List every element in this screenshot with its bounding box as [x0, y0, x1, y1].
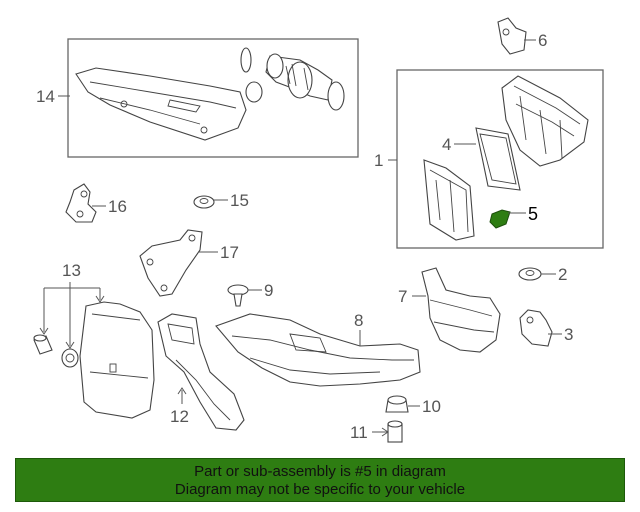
part-12-duct[interactable]: [157, 313, 245, 431]
part-7-resonator[interactable]: [421, 267, 501, 353]
part-1-air-cleaner-housing[interactable]: [501, 75, 589, 167]
label-5: 5: [528, 204, 538, 224]
label-15: 15: [230, 191, 249, 210]
label-16: 16: [108, 197, 127, 216]
label-4: 4: [442, 135, 451, 154]
label-14: 14: [36, 87, 55, 106]
label-12: 12: [170, 407, 189, 426]
part-11-cylinder[interactable]: [387, 420, 403, 443]
banner-line-1: Part or sub-assembly is #5 in diagram: [194, 463, 446, 480]
label-1: 1: [374, 151, 383, 170]
label-13: 13: [62, 261, 81, 280]
part-3-bracket[interactable]: [519, 309, 553, 347]
label-17: 17: [220, 243, 239, 262]
label-11: 11: [350, 423, 368, 442]
part-16-bracket[interactable]: [65, 183, 97, 223]
info-banner: Part or sub-assembly is #5 in diagram Di…: [15, 458, 625, 502]
label-8: 8: [354, 311, 363, 330]
part-14-group-box: [67, 38, 359, 158]
label-3: 3: [564, 325, 573, 344]
part-1-group-box: [396, 69, 604, 249]
label-7: 7: [398, 287, 407, 306]
part-2-grommet[interactable]: [518, 267, 542, 281]
part-1-lower-case[interactable]: [423, 159, 475, 241]
part-13-cylinder[interactable]: [33, 334, 53, 355]
part-9-push-clip[interactable]: [227, 284, 249, 307]
label-2: 2: [558, 265, 567, 284]
part-14-intake-duct[interactable]: [75, 67, 247, 141]
part-17-bracket[interactable]: [139, 229, 203, 297]
part-10-grommet[interactable]: [385, 395, 409, 413]
part-6-bracket[interactable]: [497, 17, 527, 55]
label-9: 9: [264, 281, 273, 300]
part-15-grommet[interactable]: [193, 195, 215, 209]
label-6: 6: [538, 31, 547, 50]
part-4-air-filter[interactable]: [475, 127, 521, 191]
part-5-clip-highlighted[interactable]: [489, 209, 511, 229]
label-10: 10: [422, 397, 441, 416]
banner-line-2: Diagram may not be specific to your vehi…: [174, 481, 466, 498]
part-14-hose-clamps[interactable]: [240, 47, 345, 111]
part-13-resonator-box[interactable]: [79, 301, 155, 419]
part-13-grommet[interactable]: [61, 348, 79, 368]
part-8-intake-duct[interactable]: [215, 313, 421, 387]
